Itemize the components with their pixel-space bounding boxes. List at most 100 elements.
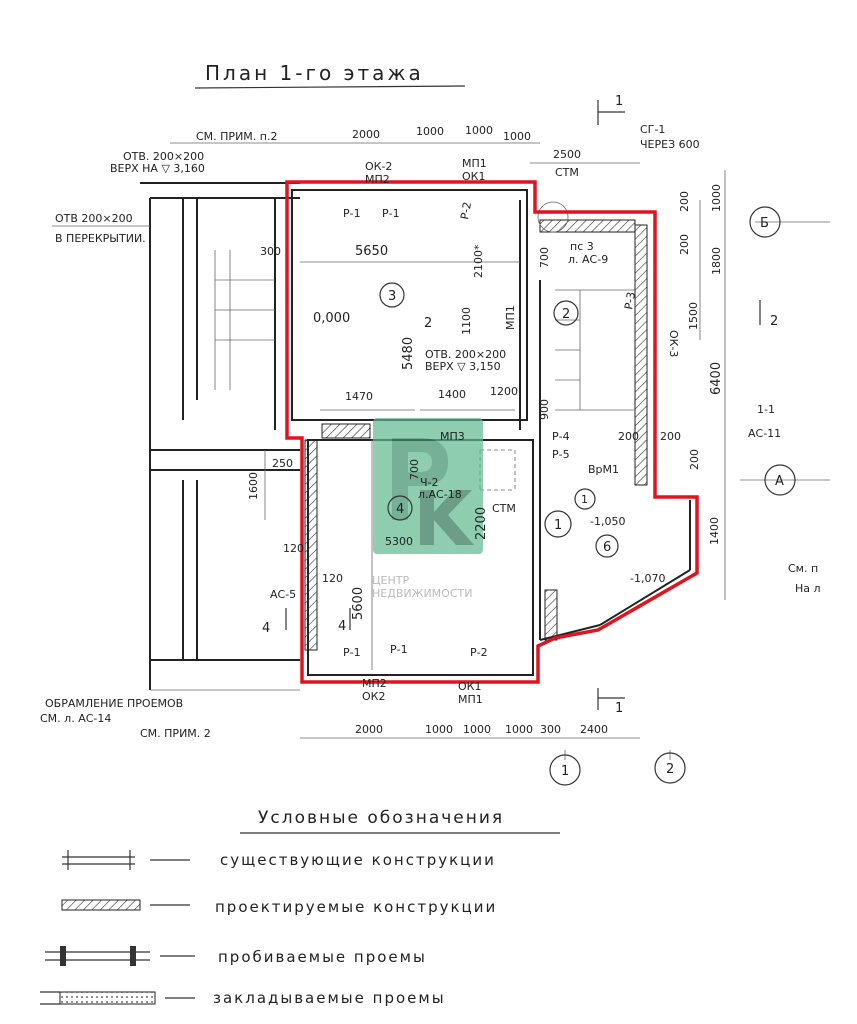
- existing-walls-left: [140, 182, 300, 691]
- dim-200e: 200: [688, 449, 701, 470]
- dim-bottom-5: 2400: [580, 723, 608, 736]
- room-markers: 3 2 4 1 1 6: [379, 282, 619, 558]
- dim-1500: 1500: [687, 302, 700, 330]
- dim-1400-right: 1400: [708, 517, 721, 545]
- mark-p3: Р-3: [622, 291, 638, 311]
- legend-item-existing: существующие конструкции: [62, 850, 496, 870]
- legend-label-existing: существующие конструкции: [220, 851, 496, 869]
- dim-top-3: 1000: [503, 130, 531, 143]
- dim-1000: 1000: [710, 184, 723, 212]
- note-framing-2: СМ. л. АС-14: [40, 712, 111, 725]
- note-opening-top-2: ВЕРХ НА ▽ 3,160: [110, 162, 205, 175]
- note-see-bottom: СМ. ПРИМ. 2: [140, 727, 211, 740]
- dim-700: 700: [408, 459, 421, 480]
- note-ch2: Ч-2: [420, 476, 439, 489]
- dim-bottom-2: 1000: [463, 723, 491, 736]
- watermark-line2: НЕДВИЖИМОСТИ: [372, 587, 472, 600]
- legend-item-cut-openings: пробиваемые проемы: [45, 946, 427, 966]
- legend-label-filled-openings: закладываемые проемы: [213, 989, 446, 1007]
- mark-p1a: Р-1: [343, 207, 361, 220]
- mark-ok2-top: ОК-2: [365, 160, 392, 173]
- section-mark-1-bottom: 1: [615, 701, 623, 716]
- axis-a: А: [775, 474, 784, 489]
- legend-label-projected: проектируемые конструкции: [215, 898, 497, 916]
- mark-ok1-bottom: ОК1: [458, 680, 481, 693]
- axis-1: 1: [561, 764, 569, 779]
- dim-room4-width: 5300: [385, 535, 413, 548]
- mark-mp3: МП3: [440, 430, 465, 443]
- section-arrows: [285, 100, 761, 710]
- mark-mp1-vertical: МП1: [504, 305, 517, 330]
- title-underline: [194, 85, 466, 89]
- note-ctm-top: СТМ: [555, 166, 579, 179]
- logo-letter-k-icon: [420, 490, 474, 545]
- dim-room3-height: 5480: [401, 337, 416, 370]
- dim-top-4: 2500: [553, 148, 581, 161]
- mark-p1b: Р-1: [382, 207, 400, 220]
- dim-1100: 1100: [460, 307, 473, 335]
- dim-room4-height: 5600: [351, 587, 366, 620]
- legend-label-cut-openings: пробиваемые проемы: [218, 948, 427, 966]
- mark-p4: Р-4: [552, 430, 570, 443]
- section-mark-2-right: 2: [770, 314, 778, 329]
- note-cg1-through: ЧЕРЕЗ 600: [640, 138, 700, 151]
- dim-200a: 200: [618, 430, 639, 443]
- note-opening-ceiling-2: В ПЕРЕКРЫТИИ.: [55, 232, 146, 245]
- room-number-2: 2: [562, 307, 570, 322]
- dim-room3-width: 5650: [355, 244, 388, 259]
- room-number-4: 4: [396, 502, 404, 517]
- dim-120a: 120: [283, 542, 304, 555]
- mark-p5: Р-5: [552, 448, 570, 461]
- mark-as5: АС-5: [270, 588, 296, 601]
- dim-1600: 1600: [247, 472, 260, 500]
- note-ps3-sheet: л. АС-9: [568, 253, 608, 266]
- mark-ok2-bottom: ОК2: [362, 690, 385, 703]
- room-number-1a: 1: [581, 493, 588, 506]
- grid-axes: Б А 1 2: [549, 206, 796, 786]
- note-opening-ceiling-1: ОТВ 200×200: [55, 212, 133, 225]
- axis-b: Б: [760, 216, 769, 231]
- dim-bottom-0: 2000: [355, 723, 383, 736]
- note-ctm-mid: СТМ: [492, 502, 516, 515]
- mark-p2-top: Р-2: [458, 201, 474, 221]
- dim-bottom-3: 1000: [505, 723, 533, 736]
- watermark-line1: ЦЕНТР: [372, 574, 409, 587]
- note-cm-right: См. п: [788, 562, 818, 575]
- section-mark-4b: 4: [338, 619, 346, 634]
- highlighted-premises-outline: [285, 180, 699, 684]
- dim-300: 300: [260, 245, 281, 258]
- mark-ok1-top: ОК1: [462, 170, 485, 183]
- section-mark-1-top: 1: [615, 94, 623, 109]
- dim-top-0: 2000: [352, 128, 380, 141]
- axis-2: 2: [666, 762, 674, 777]
- dim-200c: 200: [678, 191, 691, 212]
- section-mark-2: 2: [424, 316, 432, 331]
- dimension-lines: [170, 142, 830, 760]
- level-1070: -1,070: [630, 572, 665, 585]
- legend-item-projected: проектируемые конструкции: [61, 898, 497, 916]
- note-cg1: СГ-1: [640, 123, 665, 136]
- mark-p1c: Р-1: [343, 646, 361, 659]
- legend-title: Условные обозначения: [258, 808, 504, 828]
- dim-200d: 200: [678, 234, 691, 255]
- section-sheet: АС-11: [748, 427, 781, 440]
- mark-p1d: Р-1: [390, 643, 408, 656]
- dim-120b: 120: [322, 572, 343, 585]
- dim-1800: 1800: [710, 247, 723, 275]
- dim-900: 900: [538, 399, 551, 420]
- mark-mp1-bottom: МП1: [458, 693, 483, 706]
- dim-1470: 1470: [345, 390, 373, 403]
- level-zero: 0,000: [313, 311, 350, 326]
- section-ref: 1-1: [757, 403, 775, 416]
- section-mark-4a: 4: [262, 621, 270, 636]
- dim-250: 250: [272, 457, 293, 470]
- room-number-3: 3: [388, 289, 396, 304]
- dim-bottom-4: 300: [540, 723, 561, 736]
- note-ps3: пс 3: [570, 240, 594, 253]
- dim-bottom-1: 1000: [425, 723, 453, 736]
- note-opening-mid-2: ВЕРХ ▽ 3,150: [425, 360, 501, 373]
- mark-ok3: ОК-3: [667, 330, 680, 357]
- note-ch2-sheet: л.АС-18: [418, 488, 462, 501]
- dim-top-1: 1000: [416, 125, 444, 138]
- mark-mp2-bottom: МП2: [362, 677, 387, 690]
